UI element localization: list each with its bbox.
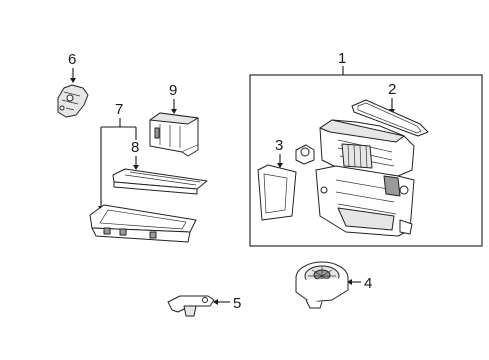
part-6-bracket (57, 84, 89, 118)
callout-2: 2 (388, 81, 396, 98)
part-8-filter (112, 168, 208, 195)
part-9-cover (149, 112, 199, 157)
callout-1: 1 (338, 50, 346, 67)
part-5-bracket (167, 295, 215, 317)
callout-9: 9 (169, 82, 177, 99)
callout-4: 4 (364, 275, 372, 292)
assembly-frame (249, 74, 483, 247)
callout-6: 6 (68, 51, 76, 68)
callout-5: 5 (233, 295, 241, 312)
leader-lines (70, 66, 395, 305)
callout-3: 3 (275, 137, 283, 154)
callout-7: 7 (115, 101, 123, 118)
part-4-blower-motor (295, 261, 349, 309)
part-1-case-assembly (295, 119, 415, 237)
part-3-gasket (257, 164, 297, 221)
part-7-filter-frame (89, 204, 197, 243)
callout-8: 8 (131, 139, 139, 156)
part-2-seal (351, 99, 429, 137)
